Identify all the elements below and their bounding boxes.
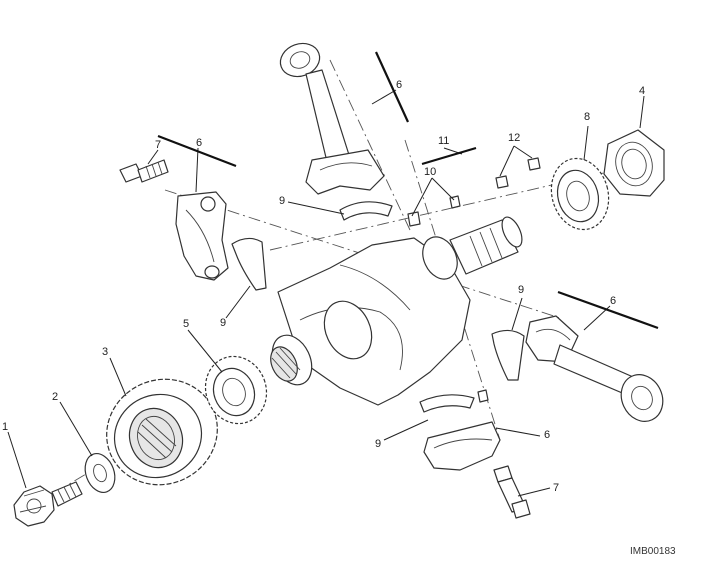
- timing-sprocket-part: [550, 157, 610, 231]
- flange-bolt-part: [13, 481, 83, 527]
- bearing-shells-part: [231, 201, 525, 413]
- left-rod-cap-part: [175, 191, 229, 281]
- washer-part: [84, 453, 116, 493]
- callout-6-left-cap: 6: [196, 137, 202, 149]
- upper-connecting-rod-part: [279, 42, 385, 195]
- rod-bolts-part: [119, 159, 531, 519]
- callout-6-lower-cap: 6: [544, 429, 550, 441]
- callout-3: 3: [102, 346, 108, 358]
- callout-1: 1: [2, 421, 8, 433]
- callout-6-right-rod: 6: [610, 295, 616, 307]
- callout-labels: 1 2 3 4 5 6 6 6 6 7 7 8 9 9 9 9 10 11 12: [2, 79, 645, 494]
- callout-2: 2: [52, 391, 58, 403]
- callout-leader-lines: [7, 89, 645, 497]
- callout-9-bottom: 9: [375, 438, 381, 450]
- small-pins-part: [407, 157, 541, 403]
- callout-11: 11: [438, 135, 449, 147]
- callout-5: 5: [183, 318, 189, 330]
- callout-4: 4: [639, 85, 645, 97]
- callout-9-top: 9: [279, 195, 285, 207]
- callout-9-right: 9: [518, 284, 524, 296]
- crankshaft-part: [270, 216, 523, 406]
- group-brackets: [157, 51, 659, 330]
- ring-nut-part: [603, 129, 665, 197]
- right-connecting-rod-part: [525, 315, 664, 422]
- timing-gear-part: [204, 355, 268, 425]
- callout-12: 12: [508, 132, 520, 144]
- callout-6-upper-rod: 6: [396, 79, 402, 91]
- callout-8: 8: [584, 111, 590, 123]
- callout-9-left: 9: [220, 317, 226, 329]
- callout-10: 10: [424, 166, 436, 178]
- callout-7-left-bolt: 7: [155, 139, 161, 151]
- diagram-reference-code: IMB00183: [630, 546, 676, 557]
- callout-7-lower-bolt: 7: [553, 482, 559, 494]
- lower-rod-cap-part: [423, 421, 501, 471]
